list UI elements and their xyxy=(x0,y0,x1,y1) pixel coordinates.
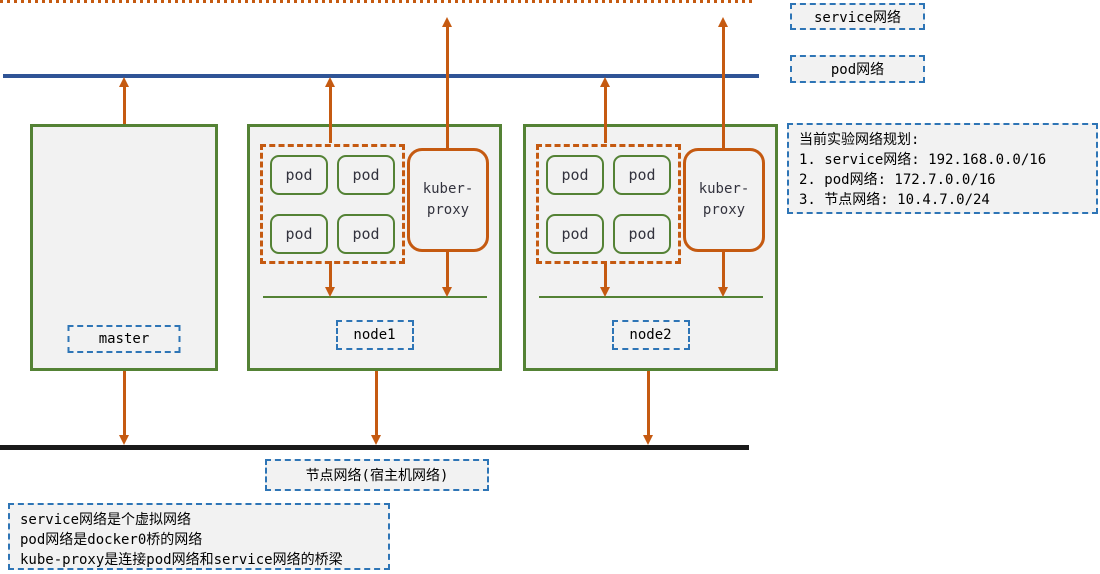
kube-proxy-label-line2: proxy xyxy=(702,202,746,218)
arrow-node1-kube-proxy-to-eth xyxy=(442,252,452,297)
service-network-tag: service网络 xyxy=(790,3,925,30)
legend-line: service网络是个虚拟网络 xyxy=(20,512,192,528)
node1-kube-proxy-box: kuber- proxy xyxy=(407,148,489,252)
kube-proxy-label-line1: kuber- xyxy=(422,181,474,197)
legend-panel: service网络是个虚拟网络 pod网络是docker0桥的网络 kube-p… xyxy=(8,503,390,570)
arrow-master-to-pod-network xyxy=(119,77,129,124)
node1-pod-group: pod pod pod pod xyxy=(260,144,405,264)
master-label: master xyxy=(98,331,150,347)
arrow-node2-to-host-network xyxy=(643,371,653,445)
host-network-tag-label: 节点网络(宿主机网络) xyxy=(305,468,449,484)
node1-tag: node1 xyxy=(335,320,414,350)
legend-line: pod网络是docker0桥的网络 xyxy=(20,532,203,548)
pod-box: pod xyxy=(337,213,395,254)
arrow-node2-kube-proxy-to-eth xyxy=(718,252,728,297)
pod-network-tag: pod网络 xyxy=(790,55,925,83)
arrow-node2-pods-to-eth xyxy=(600,261,610,297)
arrow-node2-pods-to-pod-network xyxy=(600,77,610,143)
node2-label: node2 xyxy=(629,327,672,343)
node2-eth-line xyxy=(539,296,763,298)
pod-box: pod xyxy=(270,154,328,195)
node2-tag: node2 xyxy=(611,320,690,350)
service-network-tag-label: service网络 xyxy=(813,9,901,26)
pod-network-tag-label: pod网络 xyxy=(830,62,885,78)
kube-proxy-label-line1: kuber- xyxy=(698,181,750,197)
pod-box: pod xyxy=(546,213,604,254)
network-plan-panel: 当前实验网络规划: 1. service网络: 192.168.0.0/16 2… xyxy=(787,123,1098,214)
network-plan-item: 3. 节点网络: 10.4.7.0/24 xyxy=(799,192,990,208)
master-tag: master xyxy=(67,325,181,353)
network-plan-item: 2. pod网络: 172.7.0.0/16 xyxy=(799,172,996,188)
arrow-node1-to-host-network xyxy=(371,371,381,445)
kube-proxy-label-line2: proxy xyxy=(426,202,470,218)
pod-box: pod xyxy=(337,154,395,195)
pod-box: pod xyxy=(270,213,328,254)
pod-network-line xyxy=(3,74,759,78)
node2-kube-proxy-box: kuber- proxy xyxy=(683,148,765,252)
arrow-node1-pods-to-eth xyxy=(325,261,335,297)
legend-line: kube-proxy是连接pod网络和service网络的桥梁 xyxy=(20,552,343,568)
host-network-line xyxy=(0,445,749,450)
node1-label: node1 xyxy=(353,327,396,343)
network-plan-title: 当前实验网络规划: xyxy=(799,132,920,148)
pod-box: pod xyxy=(613,154,671,195)
arrow-node2-kube-proxy-to-service-network xyxy=(718,17,728,148)
host-network-tag: 节点网络(宿主机网络) xyxy=(265,459,489,491)
arrow-node1-kube-proxy-to-service-network xyxy=(442,17,452,148)
pod-box: pod xyxy=(613,213,671,254)
node2-pod-group: pod pod pod pod xyxy=(536,144,681,264)
node1-box: pod pod pod pod kuber- proxy node1 xyxy=(247,124,502,371)
service-network-line xyxy=(0,0,756,3)
node2-box: pod pod pod pod kuber- proxy node2 xyxy=(523,124,778,371)
network-plan-item: 1. service网络: 192.168.0.0/16 xyxy=(799,152,1047,168)
node1-eth-line xyxy=(263,296,487,298)
pod-box: pod xyxy=(546,154,604,195)
arrow-master-to-host-network xyxy=(119,371,129,445)
arrow-node1-pods-to-pod-network xyxy=(325,77,335,143)
master-box: master xyxy=(30,124,218,371)
